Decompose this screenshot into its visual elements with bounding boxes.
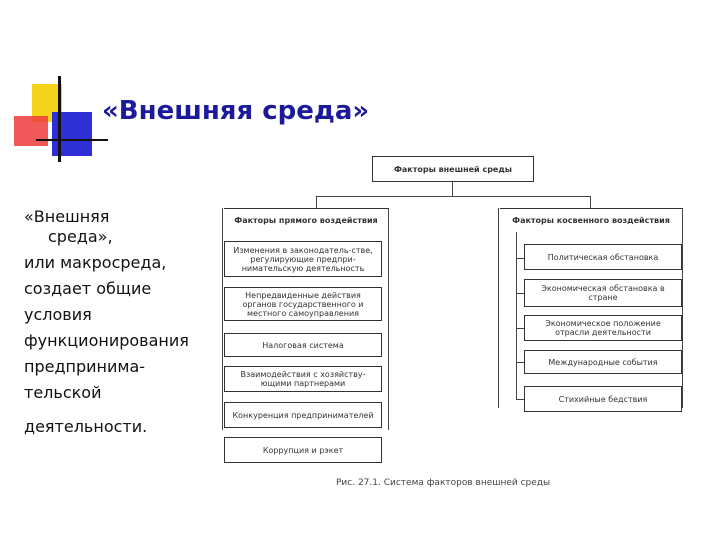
direct-factor-box: Изменения в законодатель-стве, регулирую… [224, 241, 382, 277]
indirect-factors-header: Факторы косвенного воздействия [500, 208, 682, 232]
direct-factors-header: Факторы прямого воздействия [224, 208, 388, 232]
connector-line [590, 196, 591, 208]
connector-line [516, 399, 524, 400]
root-factor-box: Факторы внешней среды [372, 156, 534, 182]
logo-vertical-line [58, 76, 61, 162]
connector-line [682, 208, 683, 408]
connector-line [516, 258, 524, 259]
slide-body-text: «Внешняя среда», или макросреда, создает… [24, 204, 204, 440]
body-line: функционирования [24, 331, 189, 350]
connector-line [516, 328, 524, 329]
indirect-factor-box: Экономическая обстановка в стране [524, 279, 682, 307]
indirect-factor-box: Стихийные бедствия [524, 386, 682, 412]
connector-line [498, 208, 499, 408]
connector-line [516, 232, 517, 400]
figure-caption: Рис. 27.1. Система факторов внешней сред… [336, 478, 551, 488]
logo-horizontal-line [36, 139, 108, 141]
logo-red-square [14, 116, 48, 146]
direct-factor-box: Налоговая система [224, 333, 382, 357]
connector-line [516, 362, 524, 363]
body-line: или макросреда, [24, 253, 167, 272]
body-line: среда», [48, 227, 113, 246]
indirect-factor-box: Экономическое положение отрасли деятельн… [524, 315, 682, 341]
body-line: создает общие [24, 279, 152, 298]
body-line: тельской [24, 383, 102, 402]
body-line: «Внешняя [24, 207, 110, 226]
connector-line [388, 208, 389, 430]
indirect-factor-box: Политическая обстановка [524, 244, 682, 270]
body-line: условия [24, 305, 92, 324]
connector-line [222, 208, 223, 430]
connector-line [452, 182, 453, 196]
direct-factor-box: Конкуренция предпринимателей [224, 402, 382, 428]
connector-line [316, 196, 590, 197]
body-line: предпринима- [24, 357, 146, 376]
slide-logo-decoration [0, 0, 120, 170]
slide-title: «Внешняя среда» [102, 96, 370, 126]
connector-line [516, 293, 524, 294]
connector-line [316, 196, 317, 208]
direct-factor-box: Непредвиденные действия органов государс… [224, 287, 382, 321]
direct-factor-box: Коррупция и рэкет [224, 437, 382, 463]
direct-factor-box: Взаимодействия с хозяйству-ющими партнер… [224, 366, 382, 392]
body-line: деятельности. [24, 417, 148, 436]
indirect-factor-box: Международные события [524, 350, 682, 374]
